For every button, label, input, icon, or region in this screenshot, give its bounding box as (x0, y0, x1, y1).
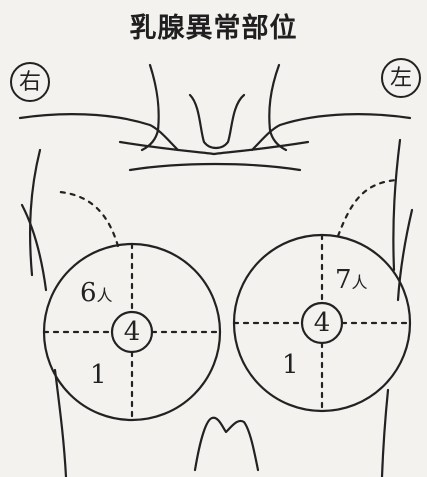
right-center-count: 4 (123, 317, 141, 347)
left-center-count: 4 (313, 308, 331, 338)
page-title: 乳腺異常部位 (129, 13, 298, 44)
left-side-marker: 左 (381, 58, 421, 98)
right-upper-outer-label: 6人 (80, 278, 113, 308)
left-lower-outer-count: 1 (282, 350, 299, 380)
right-upper-outer-count: 6 (80, 278, 97, 308)
right-lower-outer-count: 1 (90, 360, 107, 390)
right-upper-outer-unit: 人 (96, 286, 113, 305)
left-upper-outer-unit: 人 (351, 273, 368, 292)
left-upper-outer-label: 7人 (335, 265, 368, 295)
left-upper-outer-count: 7 (335, 265, 352, 295)
right-side-marker: 右 (10, 62, 50, 102)
